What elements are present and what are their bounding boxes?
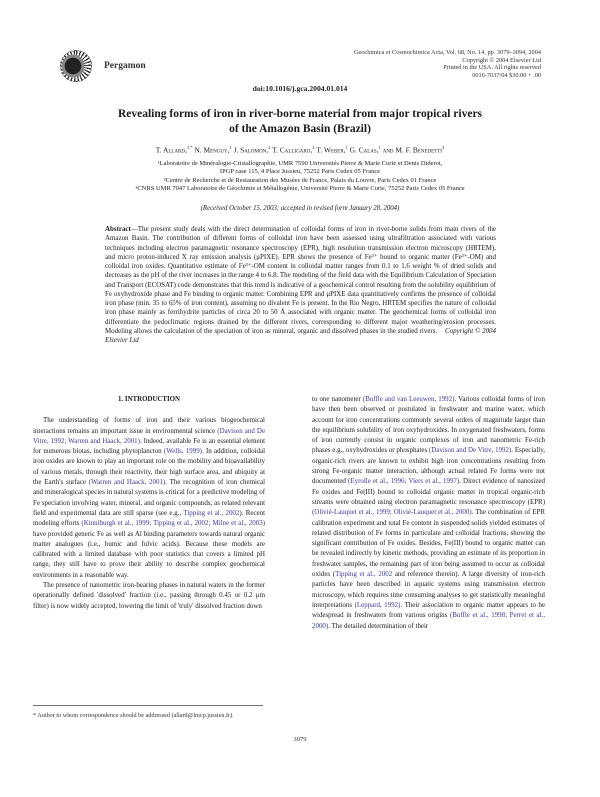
- publisher-name: Pergamon: [104, 61, 146, 71]
- abstract: Abstract—The present study deals with th…: [105, 225, 496, 345]
- section-heading-introduction: 1. INTRODUCTION: [117, 396, 181, 403]
- body-text: The presence of nanometric iron-bearing …: [33, 581, 265, 610]
- journal-info: Geochimica et Cosmochimica Acta, Vol. 68…: [354, 49, 541, 79]
- journal-copyright: Copyright © 2004 Elsevier Ltd: [462, 56, 541, 64]
- body-text: have provided generic Fe as well as Al b…: [33, 529, 265, 579]
- body-text: . The detailed determination of their: [328, 621, 429, 630]
- abstract-copyright: Copyright © 2004 Elsevier Ltd: [105, 326, 496, 344]
- affiliation-1-address: IPGP case 115, 4 Place Jussieu, 75252 Pa…: [219, 168, 381, 176]
- journal-printed: Printed in the USA. All rights reserved: [443, 64, 541, 72]
- article-title: Revealing forms of iron in river-borne m…: [60, 107, 540, 137]
- affiliation-3: ³CNRS UMR 7047 Laboratoire de Géochimie …: [135, 185, 465, 193]
- author-affiliation-marker: 1,*: [186, 145, 193, 150]
- pergamon-logo-icon: [60, 50, 92, 82]
- body-text: and reference therein). A large diversit…: [312, 570, 545, 609]
- citation-link[interactable]: (Eyrolle et al., 1996; Viers et al., 199…: [348, 477, 460, 486]
- author-list: T. Allard,1,* N. Menguy,1 J. Salomon,2 T…: [0, 145, 600, 154]
- author-affiliation-marker: 3: [441, 145, 445, 150]
- citation-link[interactable]: (Davison and De Vitre, 1992; Warren and …: [33, 426, 265, 445]
- abstract-text: —The present study deals with the direct…: [105, 225, 496, 335]
- body-text: . In addition, colloidal iron oxides are…: [33, 447, 265, 487]
- body-text: . Various colloidal forms of iron have t…: [312, 395, 545, 455]
- citation-link[interactable]: Tipping et al., 2002: [335, 570, 393, 579]
- citation-link[interactable]: (Warren and Haack, 2001): [88, 478, 166, 487]
- publisher-block: Pergamon: [60, 50, 146, 82]
- body-paragraph: The understanding of forms of iron and t…: [33, 415, 265, 580]
- citation-link[interactable]: (Buffle et al., 1998; Perret et al., 200…: [312, 611, 545, 630]
- citation-link[interactable]: (Leppard, 1992): [354, 600, 401, 609]
- abstract-label: Abstract: [105, 225, 131, 233]
- footnote-divider: [33, 705, 263, 706]
- body-paragraph: to one nanometer (Buffle and van Leeuwen…: [312, 394, 545, 631]
- citation-link[interactable]: (Wells, 1999): [163, 447, 202, 456]
- author-name: J. Salomon,: [233, 145, 269, 155]
- author-name: T. Calligaro,: [272, 145, 313, 155]
- author-name: T. Weber,: [316, 145, 346, 155]
- author-affiliation-marker: 1: [378, 145, 381, 150]
- author-affiliation-marker: 2: [312, 145, 315, 150]
- body-text: . Their association to organic matter ap…: [312, 600, 545, 620]
- corresponding-author-footnote: * Author to whom correspondence should b…: [33, 712, 234, 719]
- received-dates: (Received October 15, 2003; accepted in …: [200, 205, 400, 212]
- author-name: and M. F. Benedetti: [382, 145, 442, 155]
- author-affiliation-marker: 2: [268, 145, 271, 150]
- body-text: to one nanometer: [312, 395, 363, 403]
- title-line-2: of the Amazon Basin (Brazil): [229, 123, 371, 135]
- body-text: . The recognition of iron chemical and m…: [33, 478, 265, 517]
- author-name: N. Menguy,: [194, 145, 230, 155]
- body-text: . Direct evidence of nanosized Fe oxides…: [312, 477, 545, 506]
- citation-link[interactable]: (Davison and De Vitre, 1992): [429, 446, 512, 455]
- page-number: 3079: [293, 736, 307, 743]
- journal-citation: Geochimica et Cosmochimica Acta, Vol. 68…: [353, 49, 541, 56]
- doi[interactable]: doi:10.1016/j.gca.2004.01.014: [252, 84, 348, 93]
- affiliation-2: ²Centre de Recherche et de Restauration …: [163, 176, 437, 184]
- affiliations: ¹Laboratoire de Minéralogie-Cristallogra…: [0, 160, 600, 194]
- body-text: . Indeed, available Fe is an essential e…: [33, 436, 266, 456]
- right-column: to one nanometer (Buffle and van Leeuwen…: [312, 394, 545, 631]
- author-affiliation-marker: 1: [345, 145, 348, 150]
- title-line-1: Revealing forms of iron in river-borne m…: [117, 108, 483, 120]
- body-paragraph: The presence of nanometric iron-bearing …: [33, 580, 265, 611]
- left-column-paragraphs: The understanding of forms of iron and t…: [33, 415, 265, 611]
- left-column: 1. INTRODUCTION The understanding of for…: [33, 395, 265, 611]
- right-column-paragraphs: to one nanometer (Buffle and van Leeuwen…: [312, 394, 545, 631]
- citation-link[interactable]: (Buffle and van Leeuwen, 1992): [362, 395, 455, 403]
- body-text: ). Recent modeling efforts: [33, 508, 265, 528]
- citation-link[interactable]: (Olivié-Lauquet et al., 1999; Olivié-Lau…: [312, 508, 472, 517]
- citation-link[interactable]: Tipping et al., 2002: [183, 508, 240, 517]
- author-name: T. Allard,: [155, 145, 187, 155]
- journal-issn-price: 0016-7037/04 $30.00 + .00: [472, 71, 541, 79]
- affiliation-1: ¹Laboratoire de Minéralogie-Cristallogra…: [157, 160, 443, 167]
- body-text: . The combination of EPR calibration exp…: [312, 508, 545, 579]
- author-name: G. Calas,: [349, 145, 379, 155]
- author-affiliation-marker: 1: [229, 145, 232, 150]
- body-text: The understanding of forms of iron and t…: [33, 416, 265, 435]
- body-text: . Especially, organic-rich rivers are kn…: [312, 446, 545, 486]
- citation-link[interactable]: (Kinniburgh et al., 1999; Tipping et al.…: [81, 519, 266, 528]
